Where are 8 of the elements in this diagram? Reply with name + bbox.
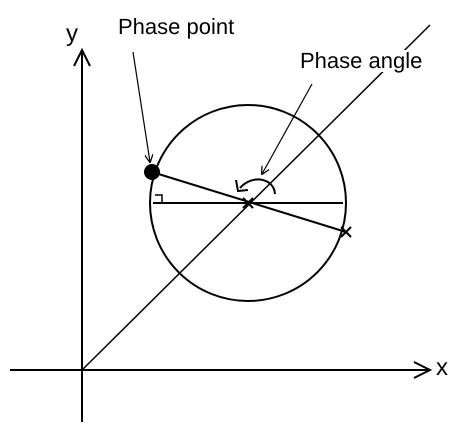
callout-text: Phase point (118, 16, 234, 38)
axis-label: x (436, 356, 448, 380)
callout-text: Phase angle (300, 50, 422, 72)
axis-label: y (66, 22, 78, 46)
leader-line (132, 52, 154, 164)
phase-point-dot (144, 164, 160, 180)
leader-line (260, 84, 313, 176)
angle-arc (235, 178, 276, 194)
